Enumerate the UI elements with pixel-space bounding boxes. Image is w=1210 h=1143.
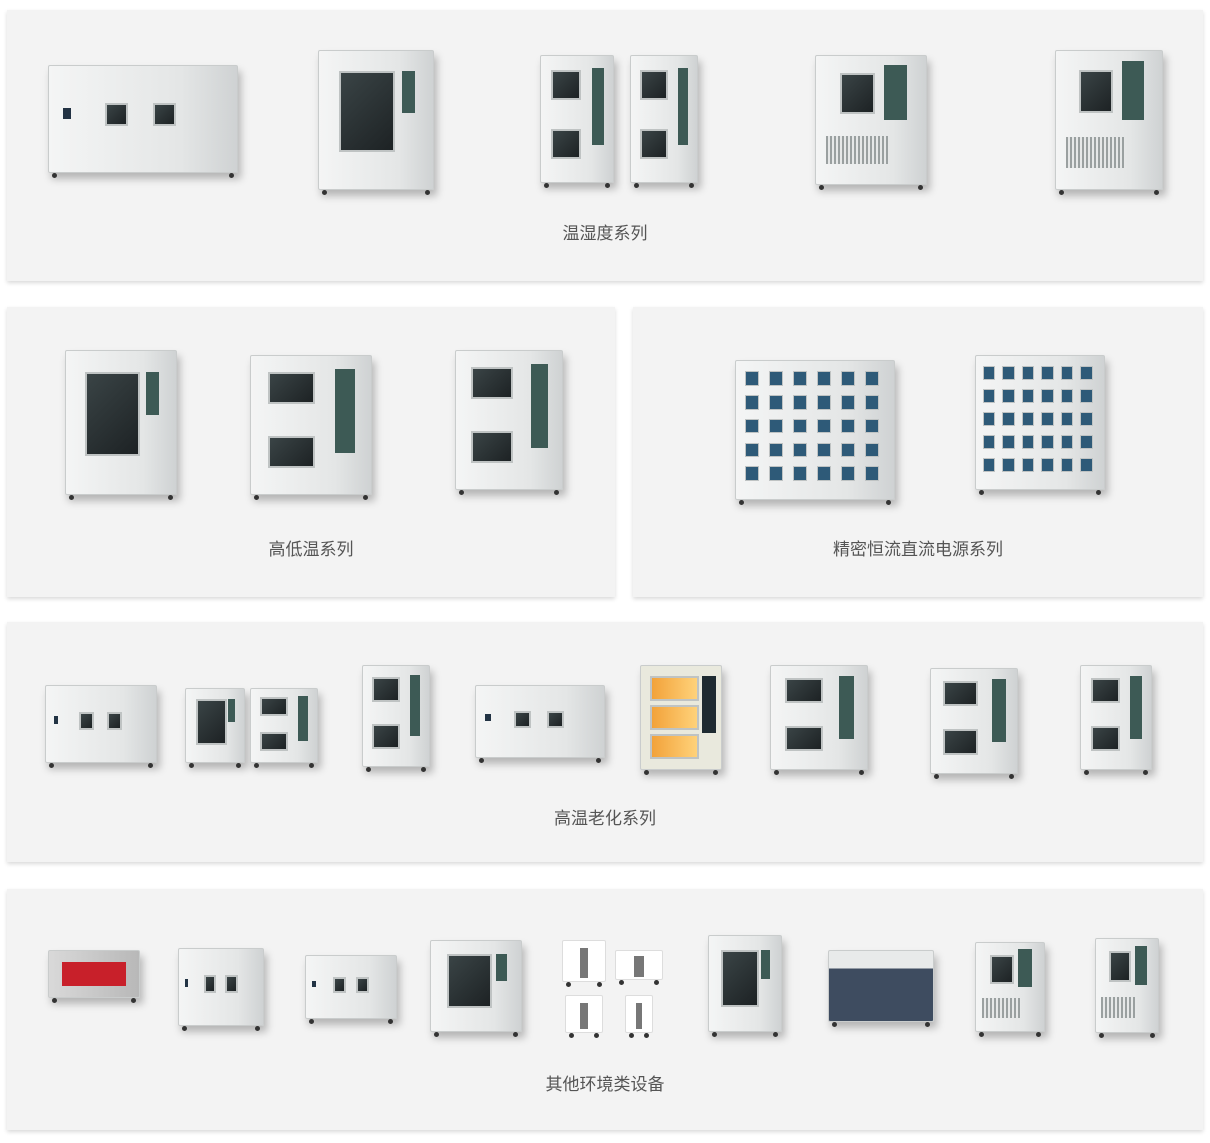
category-card-dc-power-supply[interactable]: 精密恒流直流电源系列 [633,307,1203,597]
product-image[interactable] [975,355,1105,495]
category-label: 高低温系列 [268,540,354,560]
product-image[interactable] [975,942,1045,1037]
product-image[interactable] [305,955,397,1024]
product-image[interactable] [540,55,614,188]
product-image[interactable] [178,948,264,1031]
product-image[interactable] [735,360,895,505]
product-image[interactable] [250,355,372,500]
product-image[interactable] [185,688,245,768]
product-image[interactable] [1095,938,1159,1038]
machine-body [178,948,264,1026]
product-image[interactable] [708,935,782,1037]
product-image[interactable] [565,995,603,1038]
product-image[interactable] [65,350,177,500]
product-image[interactable] [562,940,606,987]
product-image[interactable] [625,995,653,1038]
category-label: 温湿度系列 [562,224,648,244]
category-label: 其他环境类设备 [545,1075,665,1095]
machine-body [475,685,605,758]
product-image[interactable] [250,688,318,768]
category-card-other-equipment[interactable]: 其他环境类设备 [7,889,1203,1130]
product-image[interactable] [48,950,140,1003]
category-label: 精密恒流直流电源系列 [833,540,1003,560]
product-image[interactable] [430,940,522,1037]
product-image[interactable] [640,665,722,775]
category-card-high-low-temp[interactable]: 高低温系列 [7,307,615,597]
category-label: 高温老化系列 [554,809,656,829]
machine-body [45,685,157,763]
product-image[interactable] [362,665,430,772]
product-image[interactable] [770,665,868,775]
machine-body [305,955,397,1019]
product-image[interactable] [45,685,157,768]
product-image[interactable] [930,668,1018,779]
product-image[interactable] [615,950,663,985]
product-image[interactable] [630,55,698,188]
product-image[interactable] [455,350,563,495]
category-card-aging[interactable]: 高温老化系列 [7,622,1203,862]
product-image[interactable] [475,685,605,763]
category-card-temp-humidity[interactable]: 温湿度系列 [7,10,1203,281]
machine-body [48,65,238,173]
product-image[interactable] [318,50,434,195]
product-image[interactable] [1080,665,1152,775]
product-image[interactable] [828,950,934,1027]
product-image[interactable] [815,55,927,190]
product-image[interactable] [1055,50,1163,195]
product-image[interactable] [48,65,238,178]
